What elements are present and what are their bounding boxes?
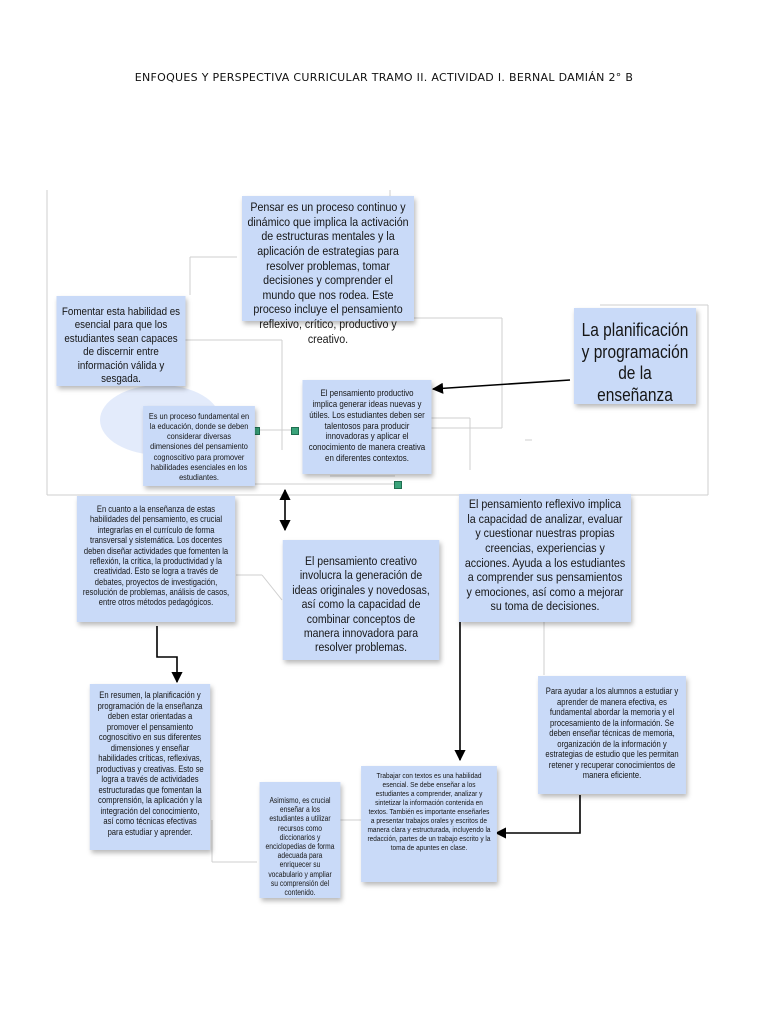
node-textos: Trabajar con textos es una habilidad ese…	[361, 766, 497, 882]
node-productivo: El pensamiento productivo implica genera…	[302, 380, 432, 474]
page-header: ENFOQUES Y PERSPECTIVA CURRICULAR TRAMO …	[134, 71, 634, 84]
connector-handle	[291, 427, 299, 435]
connector-handle	[394, 481, 402, 489]
node-ensenanza: En cuanto a la enseñanza de estas habili…	[76, 496, 236, 622]
node-fundamental: Es un proceso fundamental en la educació…	[143, 406, 255, 486]
node-planificacion: La planificación y programación de la en…	[573, 308, 697, 405]
node-pensar: Pensar es un proceso continuo y dinámico…	[242, 196, 414, 346]
node-reflexivo: El pensamiento reflexivo implica la capa…	[459, 494, 631, 622]
node-creativo: El pensamiento creativo involucra la gen…	[282, 540, 440, 660]
node-asimismo: Asimismo, es crucial enseñar a los estud…	[259, 782, 341, 898]
node-fomentar: Fomentar esta habilidad es esencial para…	[56, 296, 186, 386]
node-resumen: En resumen, la planificación y programac…	[89, 684, 211, 850]
node-ayudar: Para ayudar a los alumnos a estudiar y a…	[538, 676, 686, 794]
